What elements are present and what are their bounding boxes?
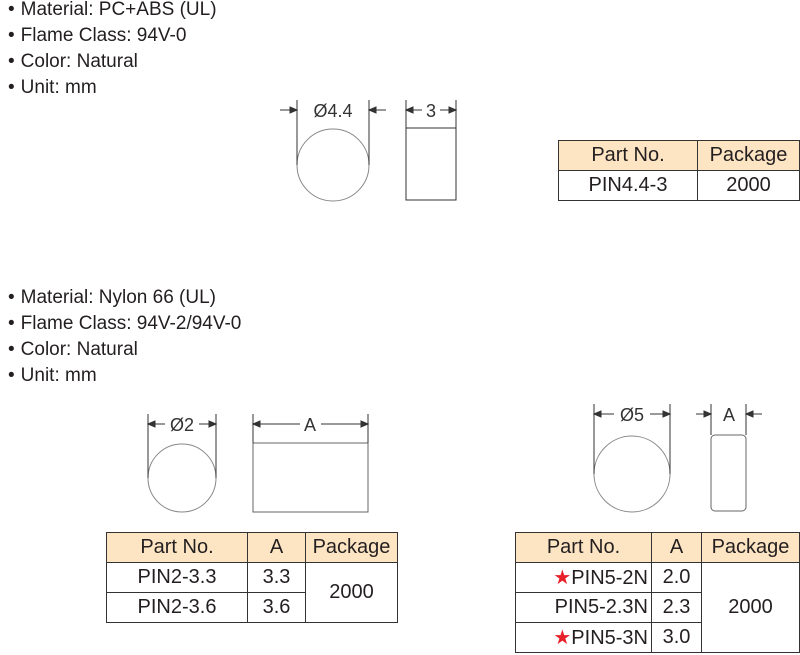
header-a: A — [247, 532, 306, 563]
svg-text:Ø4.4: Ø4.4 — [313, 101, 352, 121]
header-package: Package — [305, 532, 398, 563]
spec-item: Unit: mm — [8, 363, 241, 389]
header-a: A — [651, 532, 702, 563]
header-part-no: Part No. — [558, 140, 698, 171]
spec-list-2: Material: Nylon 66 (UL) Flame Class: 94V… — [8, 285, 242, 389]
spec-item: Color: Natural — [8, 49, 217, 75]
svg-text:A: A — [723, 405, 735, 425]
a-cell: 3.6 — [247, 592, 306, 623]
spec-item: Material: PC+ABS (UL) — [8, 0, 217, 23]
spec-item: Flame Class: 94V-0 — [8, 23, 217, 49]
spec-list-1: Material: PC+ABS (UL) Flame Class: 94V-0… — [8, 0, 217, 101]
header-part-no: Part No. — [106, 532, 248, 563]
pin-2-drawing: Ø2 A — [146, 414, 370, 513]
spec-item: Unit: mm — [8, 75, 217, 101]
spec-item: Color: Natural — [8, 337, 241, 363]
spec-item: Flame Class: 94V-2/94V-0 — [8, 311, 242, 337]
a-cell: 3.0 — [651, 622, 702, 653]
part-cell: PIN5-2N — [571, 567, 648, 589]
svg-text:Ø5: Ø5 — [620, 405, 644, 425]
part-cell: PIN5-3N — [571, 627, 648, 649]
star-icon: ★ — [553, 567, 572, 589]
svg-text:3: 3 — [426, 101, 436, 121]
svg-text:Ø2: Ø2 — [170, 415, 194, 435]
package-cell: 2000 — [701, 562, 800, 653]
pin-5-drawing: Ø5 A — [592, 404, 762, 513]
a-cell: 3.3 — [247, 562, 306, 593]
svg-text:A: A — [304, 415, 316, 435]
a-cell: 2.3 — [651, 592, 702, 623]
header-package: Package — [697, 140, 800, 171]
package-cell: 2000 — [305, 562, 398, 623]
star-icon: ★ — [553, 627, 572, 649]
header-part-no: Part No. — [515, 532, 652, 563]
spec-item: Material: Nylon 66 (UL) — [8, 285, 241, 311]
header-package: Package — [701, 532, 800, 563]
part-cell: PIN4.4-3 — [558, 170, 698, 201]
part-cell: PIN2-3.3 — [106, 562, 248, 593]
part-cell: PIN2-3.6 — [106, 592, 248, 623]
pin-4.4-drawing: Ø4.4 3 — [280, 100, 458, 202]
package-cell: 2000 — [697, 170, 800, 201]
part-cell: PIN5-2.3N — [554, 596, 648, 618]
a-cell: 2.0 — [651, 562, 702, 593]
